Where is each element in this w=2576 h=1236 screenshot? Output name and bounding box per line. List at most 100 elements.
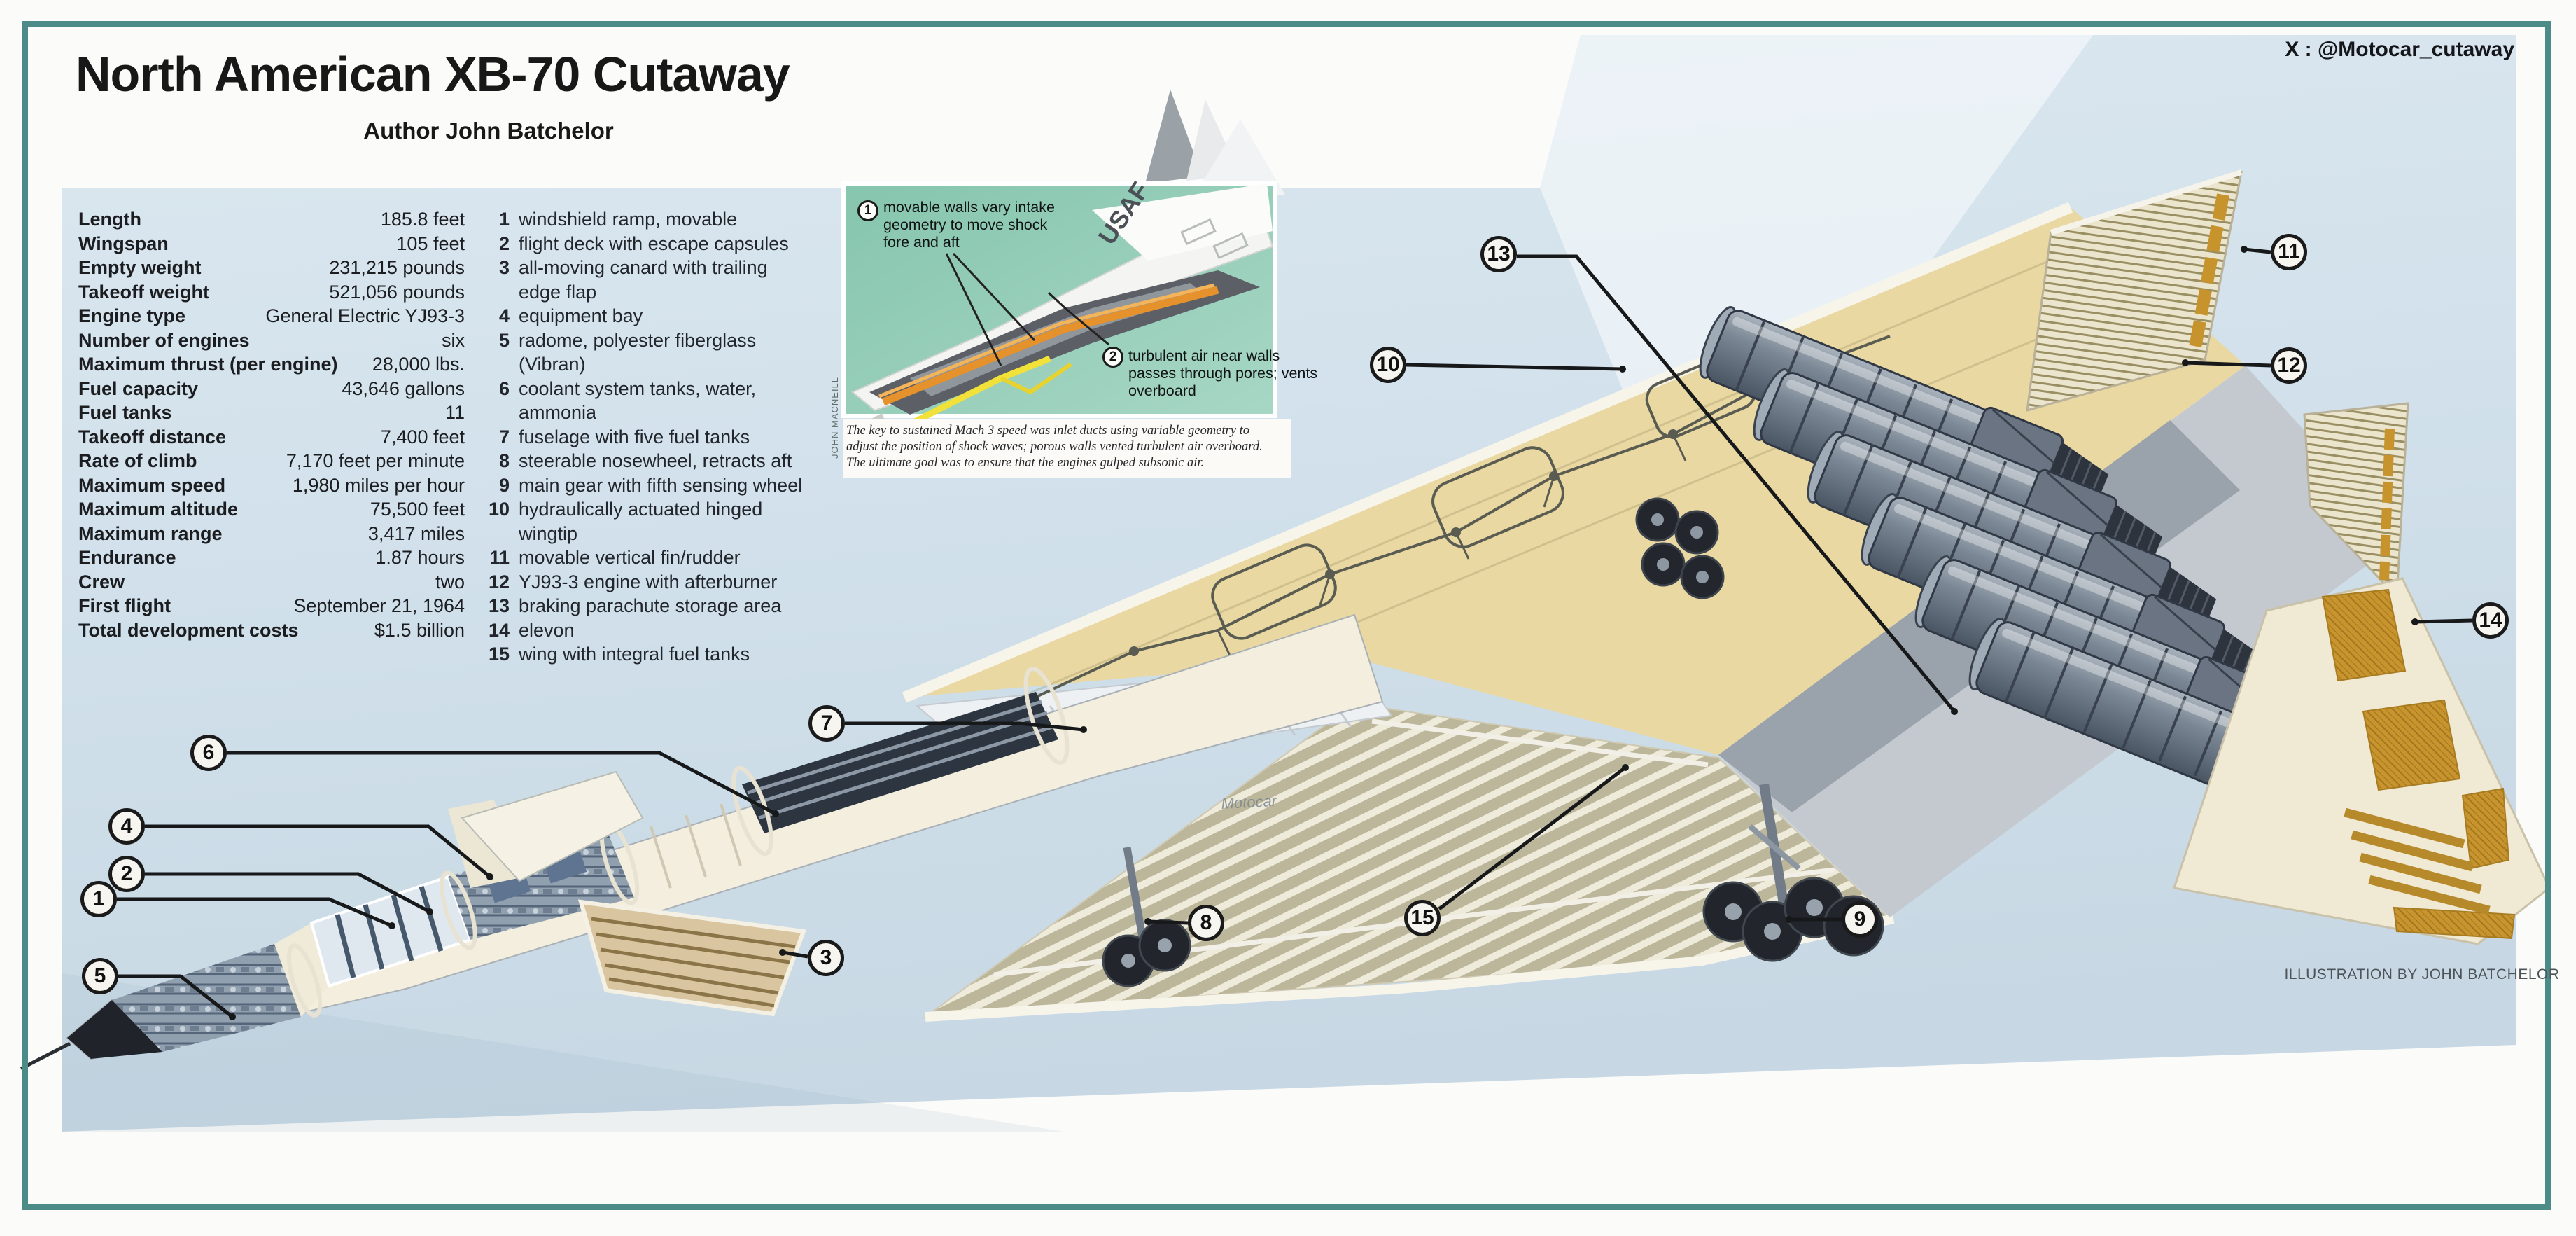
legend-number: 4	[498, 305, 510, 326]
legend-item: 15 wing with integral fuel tanks	[483, 642, 823, 667]
callout-4: 4	[108, 808, 145, 845]
legend-item: 1 windshield ramp, movable	[483, 207, 823, 232]
callout-10: 10	[1370, 347, 1406, 383]
spec-label: Maximum speed	[78, 474, 226, 496]
callout-15: 15	[1404, 900, 1441, 936]
legend-label: fuselage with five fuel tanks	[519, 426, 750, 447]
legend-label: wing with integral fuel tanks	[519, 644, 750, 665]
nose-gear	[1102, 847, 1191, 987]
spec-value: 7,400 feet	[380, 426, 465, 447]
fuselage-fuel-tank	[742, 692, 1058, 833]
legend-number: 12	[488, 571, 510, 592]
spec-value: 1,980 miles per hour	[292, 474, 465, 496]
legend-label: braking parachute storage area	[519, 595, 782, 616]
legend-number: 2	[498, 232, 510, 254]
spec-value: two	[435, 571, 465, 592]
spec-label: Takeoff distance	[78, 426, 227, 447]
legend-label: coolant system tanks, water, ammonia	[519, 377, 757, 424]
spec-value: 231,215 pounds	[329, 257, 465, 278]
spec-value: 28,000 lbs.	[372, 354, 465, 375]
legend-label: all-moving canard with trailing edge fla…	[519, 257, 768, 303]
spec-label: Fuel tanks	[78, 402, 172, 423]
legend-label: movable vertical fin/rudder	[519, 547, 741, 568]
spec-value: 521,056 pounds	[329, 281, 465, 303]
spec-label: Number of engines	[78, 329, 250, 351]
inset-annotation-1: movable walls vary intake geometry to mo…	[883, 199, 1055, 251]
spec-label: Fuel capacity	[78, 377, 199, 399]
page-subtitle: Author John Batchelor	[363, 118, 614, 144]
callout-2: 2	[108, 856, 145, 892]
legend-number: 8	[498, 450, 510, 471]
legend-number: 15	[488, 644, 510, 665]
spec-row: Engine type General Electric YJ93-3	[78, 304, 465, 328]
spec-row: Crew two	[78, 570, 465, 595]
legend-number: 9	[498, 474, 510, 496]
spec-row: Takeoff weight 521,056 pounds	[78, 280, 465, 305]
spec-row: Total development costs$1.5 billion	[78, 618, 465, 643]
legend-number: 1	[498, 209, 510, 230]
spec-label: Total development costs	[78, 619, 299, 641]
spec-label: Endurance	[78, 547, 176, 568]
vertical-fin	[2026, 169, 2243, 412]
legend-item: 14 elevon	[483, 618, 823, 643]
page-title: North American XB-70 Cutaway	[76, 47, 790, 102]
spec-label: Maximum altitude	[78, 499, 239, 520]
spec-row: Takeoff distance 7,400 feet	[78, 425, 465, 450]
callout-6: 6	[190, 735, 227, 771]
spec-label: Crew	[78, 571, 125, 592]
legend-number: 10	[488, 499, 510, 520]
artwork-watermark: Motocar	[1221, 792, 1278, 812]
page-frame	[22, 21, 2551, 1210]
canard	[448, 770, 644, 888]
callout-9: 9	[1842, 901, 1878, 938]
callout-14: 14	[2472, 602, 2509, 639]
legend-label: YJ93-3 engine with afterburner	[519, 571, 778, 592]
legend-number: 14	[488, 619, 510, 641]
spec-value: September 21, 1964	[293, 595, 465, 616]
legend-number: 6	[498, 377, 510, 399]
callout-8: 8	[1188, 905, 1224, 941]
spec-value: General Electric YJ93-3	[265, 305, 465, 326]
spec-row: Maximum thrust (per engine) 28,000 lbs.	[78, 352, 465, 377]
wingtip-panel	[2173, 577, 2551, 945]
inset-caption: The key to sustained Mach 3 speed was in…	[844, 419, 1292, 479]
inset-annotation-2: turbulent air near walls passes through …	[1128, 347, 1318, 399]
spec-label: Takeoff weight	[78, 281, 210, 303]
callout-leader-dots	[229, 246, 2418, 1020]
legend-item: 12 YJ93-3 engine with afterburner	[483, 570, 823, 595]
callout-3: 3	[808, 940, 844, 976]
legend-label: radome, polyester fiberglass (Vibran)	[519, 329, 757, 375]
callout-1: 1	[80, 881, 117, 917]
social-handle: X : @Motocar_cutaway	[2285, 38, 2514, 61]
inset-callout-1: 1	[858, 200, 878, 221]
legend-label: main gear with fifth sensing wheel	[519, 474, 803, 496]
legend-label: elevon	[519, 619, 575, 641]
legend-item: 9 main gear with fifth sensing wheel	[483, 473, 823, 498]
legend-number: 7	[498, 426, 510, 447]
callout-7: 7	[808, 705, 845, 742]
legend-label: windshield ramp, movable	[519, 209, 738, 230]
inset-diagram: USAF JOHN MACNEILL	[830, 90, 1285, 469]
callout-leader-lines	[117, 247, 2473, 1018]
callout-12: 12	[2271, 347, 2307, 384]
canard-flap	[578, 899, 807, 1017]
callout-13: 13	[1480, 236, 1517, 272]
spec-label: Maximum thrust (per engine)	[78, 354, 338, 375]
spec-label: Engine type	[78, 305, 186, 326]
